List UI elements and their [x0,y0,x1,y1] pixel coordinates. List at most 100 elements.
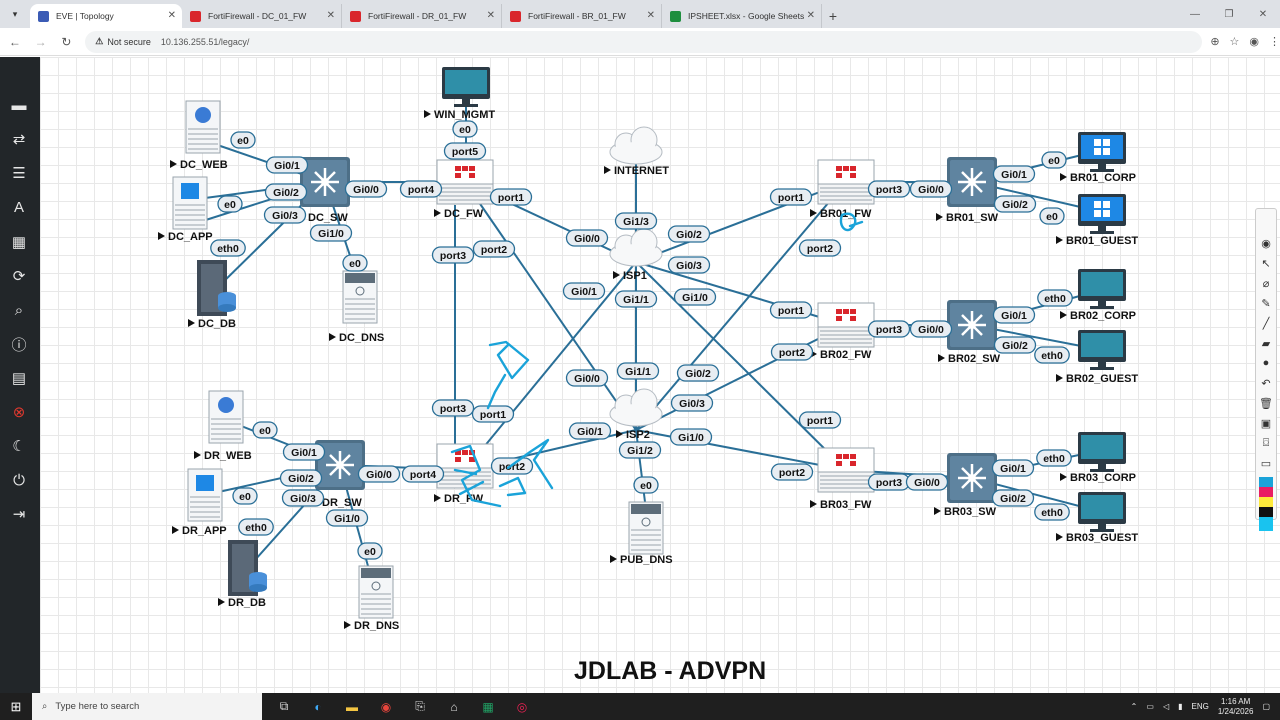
play-triangle-icon[interactable] [424,110,431,118]
stop-icon[interactable]: ⊗ [12,404,26,421]
port-label[interactable]: e0 [217,195,243,213]
play-triangle-icon[interactable] [194,451,201,459]
minimize-icon[interactable]: — [1190,8,1200,20]
port-label[interactable]: Gi0/1 [992,165,1036,183]
port-label[interactable]: Gi0/1 [992,306,1036,324]
play-triangle-icon[interactable] [613,271,620,279]
play-triangle-icon[interactable] [810,209,817,217]
windows-monitor-icon[interactable] [1078,194,1126,234]
port-label[interactable]: Gi0/0 [909,180,953,198]
notes-icon[interactable]: ▤ [11,370,27,387]
port-label[interactable]: port2 [472,240,516,258]
eye-icon[interactable]: ◉ [1261,237,1271,250]
monitor-icon[interactable] [1078,492,1126,532]
zoom-icon[interactable]: ⊕ [1210,36,1220,48]
port-label[interactable]: Gi0/1 [991,459,1035,477]
back-arrow-icon[interactable]: ← [8,34,21,49]
color-swatch[interactable] [1259,487,1273,497]
node-isp1[interactable]: ISP1 [609,228,663,282]
port-label[interactable]: eth0 [238,518,274,536]
color-swatch[interactable] [1259,497,1273,507]
dns-server-icon[interactable] [358,565,394,619]
firewall-icon[interactable] [817,159,875,205]
switch-icon[interactable] [947,300,997,350]
pointer-icon[interactable]: ↖ [1261,257,1271,270]
port-label[interactable]: port3 [867,180,911,198]
tab-dr-fw[interactable]: FortiFirewall - DR_01_FW ✕ [342,4,502,28]
play-triangle-icon[interactable] [616,430,623,438]
port-label[interactable]: Gi1/0 [669,428,713,446]
node-br03-corp[interactable]: BR03_CORP [1060,432,1136,484]
node-br03-sw[interactable]: BR03_SW [934,453,997,518]
port-label[interactable]: eth0 [1034,503,1070,521]
node-br01-sw[interactable]: BR01_SW [936,157,999,224]
play-triangle-icon[interactable] [1060,173,1067,181]
play-triangle-icon[interactable] [434,209,441,217]
cloud-icon[interactable] [609,228,663,267]
notifications-icon[interactable]: ▢ [1262,702,1270,711]
cloud-icon[interactable] [609,126,663,165]
web-server-icon[interactable] [208,390,244,444]
port-label[interactable]: Gi0/0 [909,320,953,338]
clock[interactable]: 1:16 AM 1/24/2026 [1218,697,1254,717]
firewall-icon[interactable] [817,447,875,493]
port-label[interactable]: port4 [401,465,445,483]
play-triangle-icon[interactable] [344,621,351,629]
port-label[interactable]: Gi0/2 [667,225,711,243]
undo-icon[interactable]: ↶ [1261,377,1271,390]
cloud-icon[interactable] [609,388,663,427]
play-triangle-icon[interactable] [934,507,941,515]
zoom-icon[interactable]: ⌕ [14,301,24,319]
port-label[interactable]: Gi0/0 [565,229,609,247]
node-br02-corp[interactable]: BR02_CORP [1060,269,1136,322]
monitor-icon[interactable] [1078,269,1126,309]
eraser-icon[interactable]: ⌀ [1262,277,1270,290]
color-swatch[interactable] [1259,477,1273,487]
node-dc-app[interactable]: DC_APP [158,176,213,243]
port-label[interactable]: port3 [867,320,911,338]
firewall-icon[interactable] [436,443,494,489]
highlighter-icon[interactable]: ✎ [1261,297,1271,310]
port-label[interactable]: Gi0/2 [264,183,308,201]
port-label[interactable]: Gi0/3 [670,394,714,412]
dns-server-icon[interactable] [342,270,378,324]
port-label[interactable]: Gi0/1 [265,156,309,174]
taskbar-search[interactable]: ⌕ Type here to search [32,693,262,720]
logout-icon[interactable]: ⇥ [12,506,26,523]
port-label[interactable]: Gi0/3 [263,206,307,224]
port-label[interactable]: Gi0/2 [993,195,1037,213]
play-triangle-icon[interactable] [1056,533,1063,541]
play-triangle-icon[interactable] [172,526,179,534]
trash-icon[interactable]: 🗑 [1259,397,1273,410]
node-dr-app[interactable]: DR_APP [172,468,227,537]
port-label[interactable]: Gi1/2 [618,441,662,459]
node-win-mgmt[interactable]: WIN_MGMT [424,67,495,121]
port-label[interactable]: port1 [769,188,813,206]
dot-icon[interactable]: ● [1262,357,1270,369]
port-label[interactable]: port5 [443,142,487,160]
dns-server-icon[interactable] [628,501,664,555]
tab-br-fw[interactable]: FortiFirewall - BR_01_FW ✕ [502,4,662,28]
port-label[interactable]: e0 [452,120,478,138]
node-br03-guest[interactable]: BR03_GUEST [1056,492,1138,544]
database-server-icon[interactable] [197,260,236,316]
dark-mode-moon-icon[interactable]: ☾ [12,438,26,455]
tab-ipsheet[interactable]: IPSHEET.xlsx - Google Sheets ✕ [662,4,822,28]
node-dc-sw[interactable]: DC_SW [298,157,350,224]
port-label[interactable]: e0 [1041,151,1067,169]
port-label[interactable]: port2 [770,343,814,361]
network-icon[interactable]: ▭ [1146,702,1154,711]
play-triangle-icon[interactable] [936,213,943,221]
port-label[interactable]: e0 [230,131,256,149]
port-label[interactable]: Gi1/0 [325,509,369,527]
screen-icon[interactable]: ▣ [1260,417,1272,430]
node-br02-sw[interactable]: BR02_SW [938,300,1001,365]
node-br02-guest[interactable]: BR02_GUEST [1056,330,1138,385]
chevron-up-icon[interactable]: ⌃ [1130,702,1138,711]
node-br01-corp[interactable]: BR01_CORP [1060,132,1136,184]
play-triangle-icon[interactable] [1060,473,1067,481]
connections-icon[interactable]: ⇄ [12,131,26,148]
port-label[interactable]: e0 [1039,207,1065,225]
refresh-icon[interactable]: ⟳ [12,268,26,285]
node-br01-guest[interactable]: BR01_GUEST [1056,194,1138,247]
